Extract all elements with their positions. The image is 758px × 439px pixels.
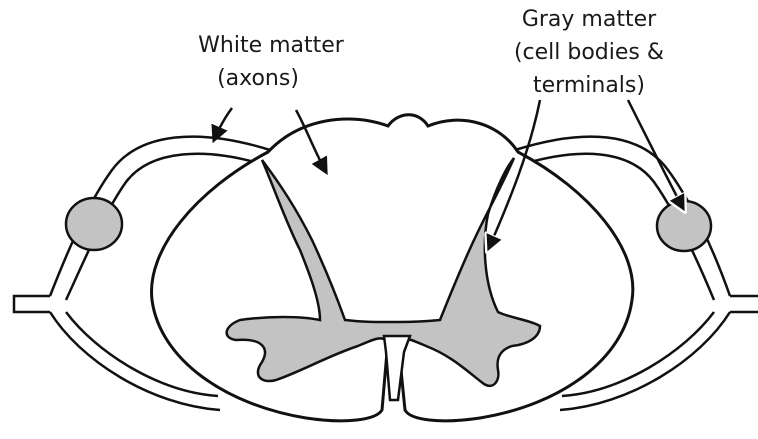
left-dorsal-root-ganglion <box>66 198 122 250</box>
white-matter-label-line1: White matter <box>198 33 345 58</box>
arrow-to-nerve-root <box>214 108 232 140</box>
gray-matter-label-line2: (cell bodies & <box>514 40 664 65</box>
gray-matter-label-line1: Gray matter <box>522 7 657 32</box>
arrow-to-ganglion <box>628 100 684 210</box>
white-matter-label-line2: (axons) <box>217 66 299 91</box>
gray-matter-label-line3: terminals) <box>533 73 645 98</box>
